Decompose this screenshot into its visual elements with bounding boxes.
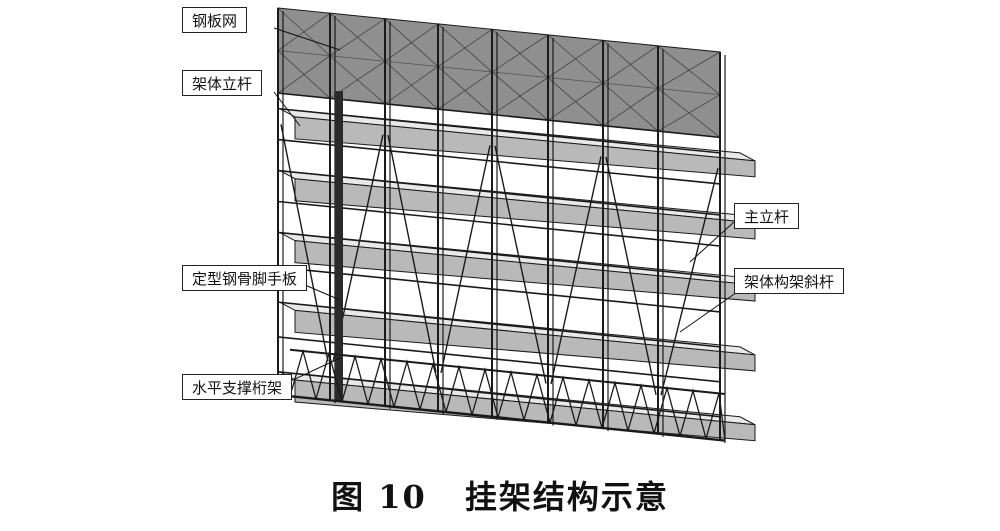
truss-web bbox=[575, 377, 603, 429]
mesh-diagonal bbox=[657, 51, 721, 89]
truss-web bbox=[419, 361, 447, 413]
truss-web bbox=[601, 380, 629, 431]
mesh-diagonal bbox=[547, 82, 604, 121]
truss-web bbox=[341, 353, 369, 405]
label-diagonal-brace: 架体构架斜杆 bbox=[734, 268, 845, 294]
diagonal-brace bbox=[387, 134, 437, 373]
mesh-diagonal bbox=[547, 40, 604, 78]
caption-number: 图 10 bbox=[331, 478, 427, 516]
truss-web bbox=[367, 356, 395, 407]
frame-rail bbox=[277, 301, 721, 348]
mesh-diagonal bbox=[602, 88, 659, 126]
board-front bbox=[294, 309, 756, 372]
main-pole bbox=[335, 91, 343, 401]
truss-web bbox=[627, 383, 655, 434]
scaffold-drawing bbox=[273, 7, 756, 443]
frame-rail bbox=[277, 92, 721, 139]
frame-rail bbox=[277, 169, 721, 216]
scaffold-boards bbox=[279, 108, 756, 442]
truss-chord bbox=[289, 395, 726, 442]
mesh-rail bbox=[437, 66, 493, 73]
leader-line bbox=[273, 91, 301, 127]
mesh-rail bbox=[657, 88, 721, 96]
leader-line bbox=[689, 221, 735, 263]
frame-rail bbox=[277, 336, 721, 383]
mesh-diagonal bbox=[277, 12, 331, 51]
scaffold-frame bbox=[277, 8, 726, 443]
mesh-diagonal bbox=[384, 23, 439, 62]
mesh-rail bbox=[277, 50, 331, 57]
diagonal-brace bbox=[280, 124, 329, 362]
frame-rail bbox=[277, 231, 721, 278]
mesh-diagonal bbox=[657, 94, 721, 132]
truss-chord bbox=[289, 348, 726, 395]
mesh-diagonal bbox=[437, 71, 493, 110]
board-front bbox=[294, 240, 756, 302]
mesh-rail bbox=[547, 77, 604, 84]
board-front bbox=[294, 178, 756, 240]
truss-web bbox=[523, 372, 551, 423]
truss-web bbox=[653, 385, 681, 437]
frame-rail bbox=[277, 200, 721, 247]
mesh-diagonal bbox=[602, 45, 659, 84]
truss-web bbox=[679, 388, 707, 439]
truss-web bbox=[705, 393, 726, 441]
diagonal-brace bbox=[660, 168, 719, 396]
mesh-rail bbox=[329, 55, 386, 62]
frame-rail bbox=[277, 107, 721, 154]
board-front bbox=[294, 116, 756, 178]
mesh-diagonal bbox=[437, 28, 493, 67]
label-scaffold-board: 定型钢骨脚手板 bbox=[182, 265, 308, 291]
caption-title: 挂架结构示意 bbox=[464, 478, 669, 516]
leader-line bbox=[273, 27, 341, 51]
diagonal-brace bbox=[440, 145, 491, 374]
mesh-diagonal bbox=[384, 66, 439, 105]
mesh-rail bbox=[602, 82, 659, 89]
truss-web bbox=[393, 359, 421, 410]
mesh-diagonal bbox=[491, 77, 549, 115]
mesh-rail bbox=[384, 60, 439, 67]
steel-mesh-panels bbox=[277, 7, 721, 138]
truss-web bbox=[289, 348, 317, 400]
truss-web bbox=[315, 351, 343, 402]
diagonal-brace bbox=[494, 145, 547, 384]
truss-web bbox=[445, 364, 473, 415]
label-main-pole: 主立杆 bbox=[734, 203, 800, 229]
diagonal-brace bbox=[550, 156, 602, 385]
mesh-diagonal bbox=[491, 34, 549, 73]
board-front bbox=[294, 379, 756, 442]
figure-caption: 图 10 挂架结构示意 bbox=[0, 472, 1000, 518]
mesh-diagonal bbox=[277, 55, 331, 94]
leader-line bbox=[679, 289, 741, 333]
truss-web bbox=[549, 375, 577, 426]
horizontal-truss bbox=[289, 348, 726, 442]
mesh-rail bbox=[491, 71, 549, 78]
frame-rail bbox=[277, 370, 721, 418]
diagonal-brace bbox=[605, 156, 657, 395]
truss-web bbox=[497, 369, 525, 421]
label-horizontal-truss: 水平支撑桁架 bbox=[182, 374, 293, 400]
label-frame-pole: 架体立杆 bbox=[182, 70, 263, 96]
truss-web bbox=[471, 367, 499, 418]
label-steel-mesh: 钢板网 bbox=[182, 7, 248, 33]
